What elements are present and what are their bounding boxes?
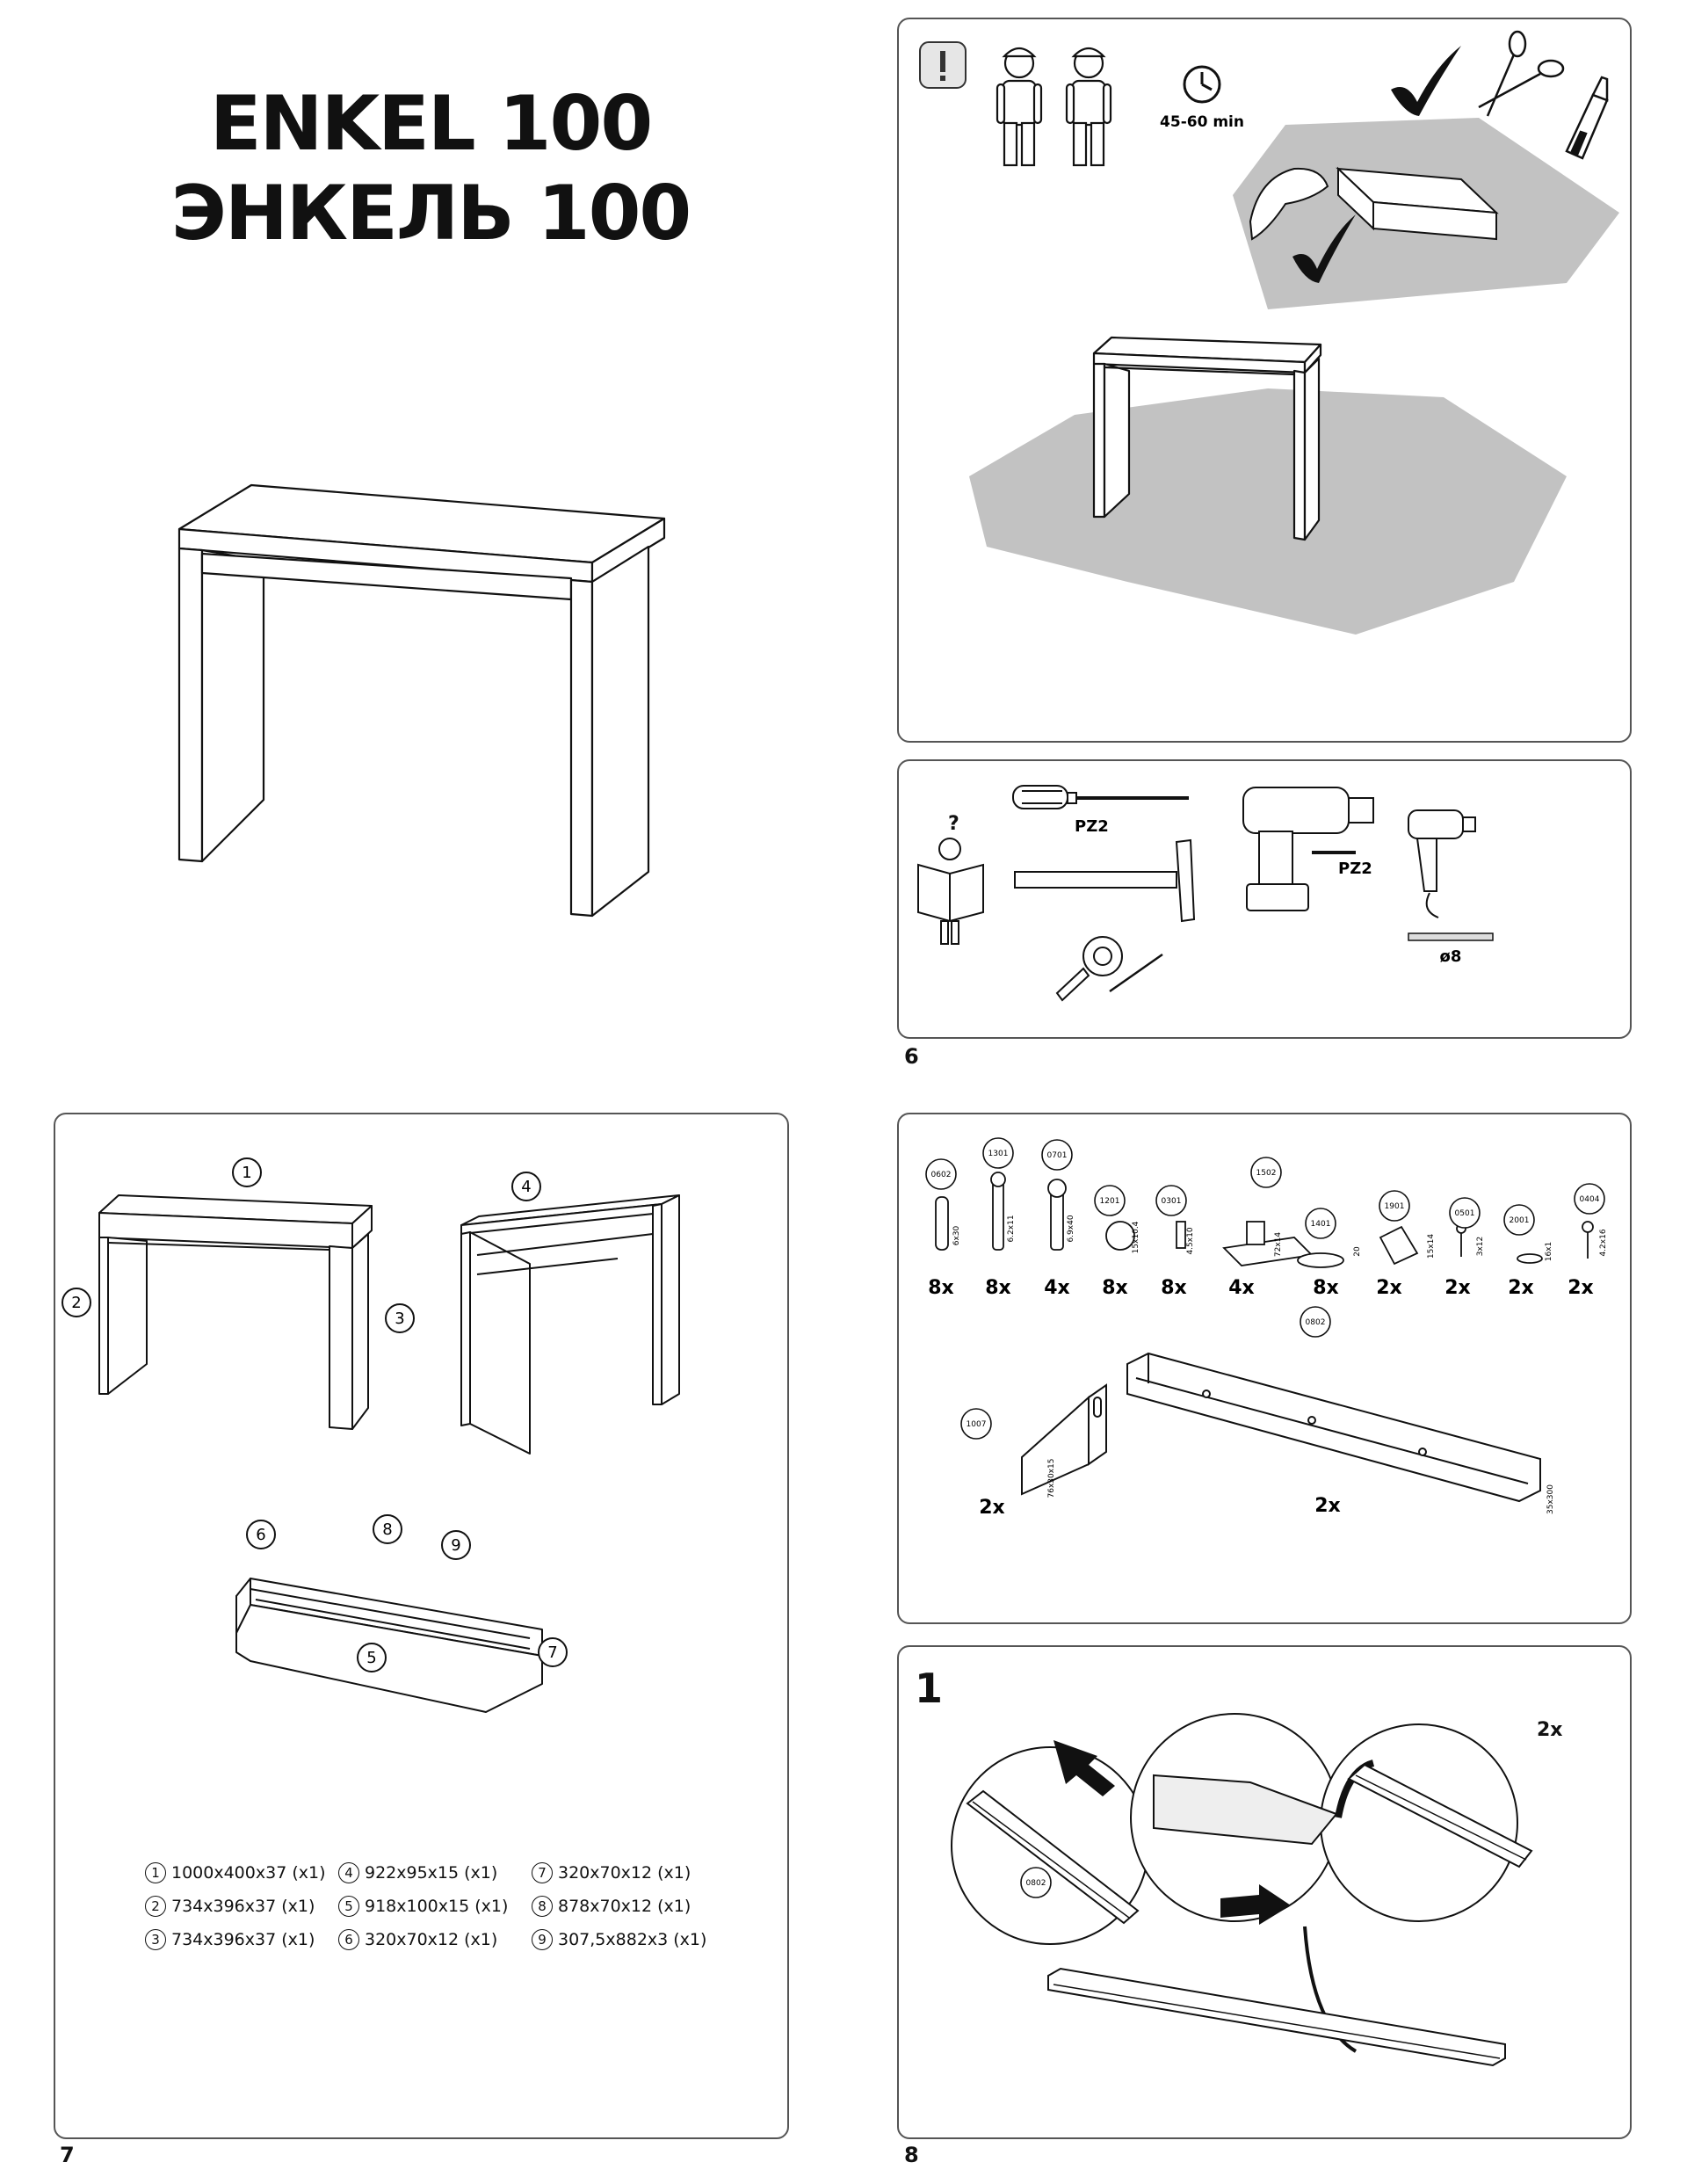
- step-part-code: 0802: [1026, 1879, 1046, 1888]
- callout-6: 6: [256, 1526, 265, 1544]
- hw-code: 0501: [1455, 1209, 1475, 1218]
- hw-qty: 8x: [928, 1277, 954, 1299]
- step-number: 1: [915, 1665, 944, 1712]
- hw-code: 1901: [1385, 1202, 1405, 1211]
- hw-code: 1201: [1100, 1197, 1120, 1206]
- arrow-icon: [1220, 1884, 1291, 1925]
- cordless-drill-icon: [1242, 787, 1374, 911]
- hw-size: 15x10.4: [1132, 1221, 1140, 1253]
- hw-qty: 2x: [1568, 1277, 1594, 1299]
- clock-icon: [1183, 65, 1221, 104]
- step-quantity: 2x: [1537, 1719, 1563, 1741]
- hw-qty: 2x: [1444, 1277, 1471, 1299]
- hw-qty: 8x: [1313, 1277, 1339, 1299]
- hw-size: 6.9x40: [1067, 1215, 1075, 1242]
- callout-2: 2: [71, 1294, 81, 1312]
- hw-size: 6.2x11: [1007, 1215, 1016, 1242]
- knife-icon: [1565, 76, 1609, 160]
- callout-7: 7: [547, 1643, 557, 1662]
- title-line-1: ENKEL 100: [209, 80, 653, 168]
- hw-size: 15x14: [1427, 1234, 1436, 1259]
- hw-size: 16x1: [1545, 1242, 1553, 1262]
- hw-qty: 2x: [1376, 1277, 1402, 1299]
- drill-diameter-label: ø8: [1440, 947, 1462, 966]
- tape-measure-icon: [1055, 936, 1163, 1002]
- hw-code: 1502: [1256, 1169, 1277, 1178]
- hw-qty: 2x: [1508, 1277, 1534, 1299]
- tools-panel: ? PZ2: [897, 759, 1632, 1039]
- hw-size: 72x14: [1274, 1232, 1283, 1258]
- hw-qty: 4x: [1228, 1277, 1255, 1299]
- hw-large-size: 35x300: [1546, 1484, 1555, 1514]
- hw-large-code: 1007: [967, 1420, 987, 1429]
- angle-bracket-icon: [1021, 1383, 1107, 1496]
- hw-qty: 8x: [985, 1277, 1011, 1299]
- scissors-icon: [1478, 30, 1565, 117]
- conditions-panel: 45-60 min: [897, 18, 1632, 743]
- hw-size: 4.5x10: [1186, 1227, 1195, 1254]
- hw-qty: 4x: [1044, 1277, 1070, 1299]
- callout-3: 3: [395, 1310, 404, 1328]
- hw-size: 4.2x16: [1599, 1229, 1608, 1256]
- desk-illustration: [177, 483, 666, 918]
- hw-size: 6x30: [952, 1225, 961, 1245]
- corded-drill-icon: [1408, 809, 1476, 918]
- step-1-panel: 1 2x 0802: [897, 1645, 1632, 2139]
- hardware-panel: 0602 1301 0701 1201 0301 1502 1401 1901 …: [897, 1113, 1632, 1624]
- page-number-8: 8: [904, 2143, 919, 2167]
- callout-1: 1: [242, 1164, 251, 1182]
- warning-icon: [919, 41, 967, 89]
- assembly-time: 45-60 min: [1160, 113, 1244, 131]
- hw-code: 1301: [988, 1150, 1009, 1158]
- parts-panel: 1 2 3 4 6 8 9 5 7: [54, 1113, 789, 2139]
- page-number-6: 6: [904, 1044, 919, 1069]
- callout-4: 4: [521, 1178, 531, 1196]
- callout-5: 5: [366, 1649, 376, 1667]
- hw-code: 0701: [1047, 1151, 1068, 1160]
- drill-bit-icon: [1408, 932, 1494, 941]
- page-number-7: 7: [60, 2143, 75, 2167]
- read-manual-icon: ?: [917, 813, 984, 945]
- hw-large-size: 76x30x15: [1047, 1458, 1056, 1498]
- arrow-icon: [1053, 1740, 1115, 1796]
- drill-bit-label: PZ2: [1338, 860, 1372, 878]
- callout-8: 8: [382, 1520, 392, 1539]
- hw-qty: 8x: [1161, 1277, 1187, 1299]
- hw-large-qty: 2x: [979, 1497, 1005, 1519]
- two-workers-icon: [996, 47, 1112, 167]
- svg-text:?: ?: [948, 813, 959, 835]
- hw-size: 3x12: [1476, 1237, 1485, 1257]
- title-line-2: ЭНКЕЛЬ 100: [170, 170, 692, 258]
- hw-large-code: 0802: [1306, 1318, 1326, 1327]
- hw-size: 20: [1353, 1246, 1362, 1257]
- hw-code: 0404: [1580, 1195, 1600, 1204]
- screwdriver-bit-label: PZ2: [1075, 817, 1109, 836]
- hw-qty: 8x: [1102, 1277, 1128, 1299]
- hw-code: 2001: [1510, 1216, 1530, 1225]
- hammer-icon: [1014, 838, 1196, 923]
- hw-code: 0602: [931, 1171, 952, 1179]
- drawer-slide-icon: [1126, 1352, 1541, 1503]
- hw-code: 0301: [1162, 1197, 1182, 1206]
- screwdriver-icon: [1012, 785, 1189, 809]
- callout-9: 9: [451, 1536, 460, 1555]
- hw-code: 1401: [1311, 1220, 1331, 1229]
- hw-large-qty: 2x: [1314, 1495, 1341, 1517]
